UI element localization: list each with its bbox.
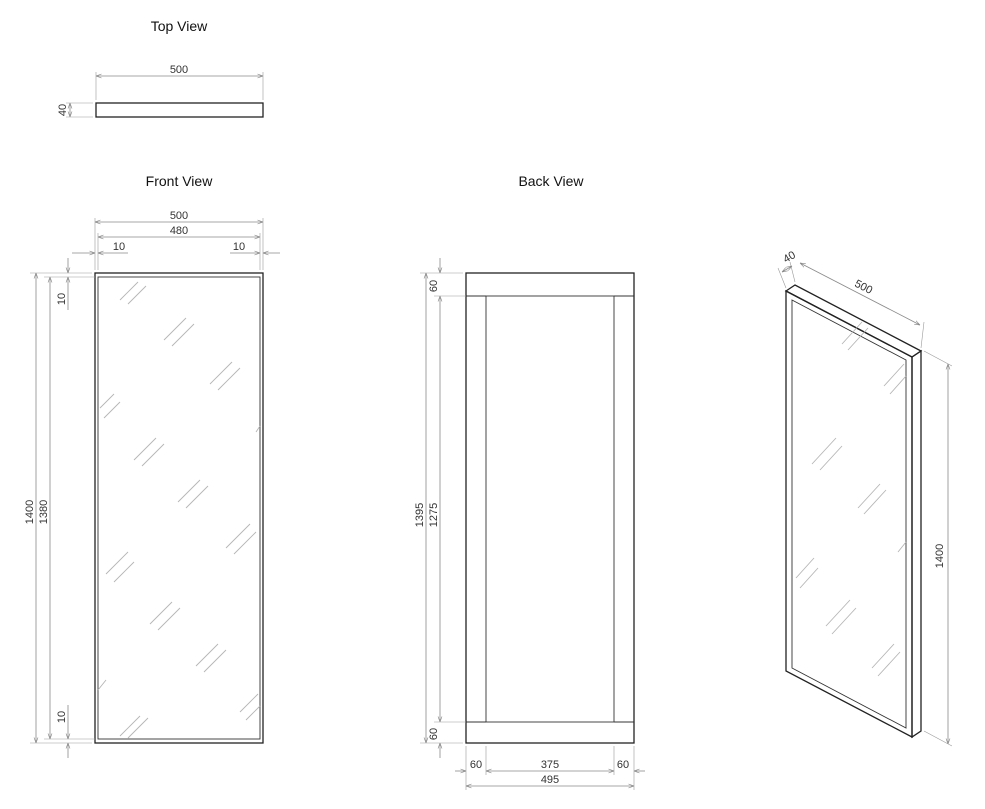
front-inner-width-label: 480 [170,225,188,237]
top-view-title: Top View [151,18,208,34]
back-frame-opening [485,295,615,723]
front-left-border-label: 10 [113,241,125,253]
top-view: Top View 500 40 [57,18,264,118]
iso-frame-side-edge [911,349,922,739]
front-glass-reflection [97,281,261,739]
iso-frame-front-face [785,289,913,739]
iso-glass-reflection [795,321,907,677]
back-top-rail-label: 60 [428,280,440,292]
iso-width-line [800,263,920,325]
front-top-border-label: 10 [56,293,68,305]
back-total-height-label: 1395 [414,503,426,527]
iso-depth-label: 40 [781,249,798,266]
front-mirror-glass [97,276,261,740]
iso-height-label: 1400 [934,544,946,568]
top-width-label: 500 [170,64,188,76]
front-bottom-border-label: 10 [56,711,68,723]
back-inner-height-label: 1275 [428,503,440,527]
back-opening-width-label: 375 [541,759,559,771]
back-total-width-label: 495 [541,774,559,786]
iso-view: 40 500 1400 [777,249,953,747]
top-view-outline [95,102,264,118]
iso-frame-top-edge [784,284,923,358]
front-view-title: Front View [146,173,214,189]
front-right-border-label: 10 [233,241,245,253]
front-outer-width-label: 500 [170,210,188,222]
back-view: Back View 1395 1275 60 60 375 60 60 495 [414,173,645,790]
back-left-stile-label: 60 [470,759,482,771]
back-view-title: Back View [518,173,584,189]
top-depth-label: 40 [57,104,69,116]
iso-depth-line [782,266,792,272]
front-view: Front View 500 480 10 10 1400 1380 10 10 [24,173,280,758]
back-bottom-rail-label: 60 [428,728,440,740]
iso-mirror-glass [791,299,907,729]
front-outer-height-label: 1400 [24,500,36,524]
back-frame-outer [465,272,635,744]
back-right-stile-label: 60 [617,759,629,771]
front-inner-height-label: 1380 [38,500,50,524]
iso-width-label: 500 [852,278,874,297]
front-frame-outer [94,272,264,744]
